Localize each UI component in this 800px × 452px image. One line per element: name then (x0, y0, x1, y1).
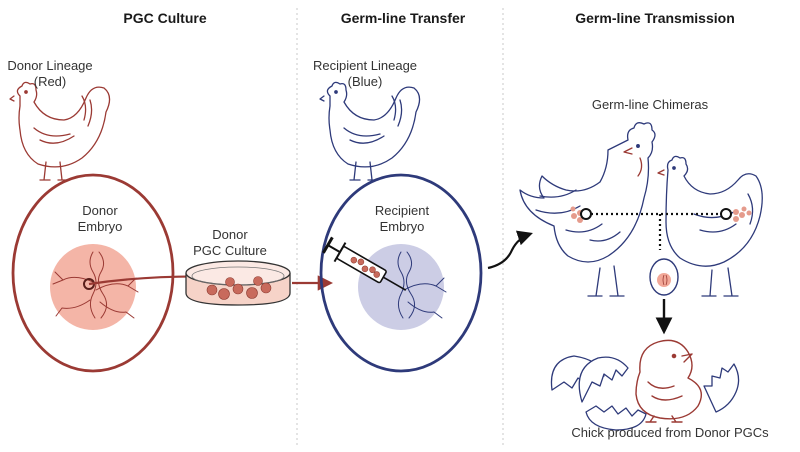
heading-pgc-culture: PGC Culture (123, 10, 207, 26)
label-donor-embryo: Donor Embryo (77, 203, 123, 234)
label-germline-chimeras: Germ-line Chimeras (591, 97, 709, 112)
chick-icon (635, 339, 702, 423)
label-donor-pgc-culture: Donor PGC Culture (193, 227, 267, 258)
heading-germline-transmission: Germ-line Transmission (575, 10, 735, 26)
offspring-egg (649, 258, 679, 296)
label-recipient-embryo: Recipient Embryo (374, 203, 430, 234)
hen-chimera-icon (657, 155, 763, 297)
label-recipient-lineage: Recipient Lineage (Blue) (312, 58, 418, 89)
label-chick-result: Chick produced from Donor PGCs (571, 425, 769, 440)
breeding-cross-lines (591, 212, 721, 250)
recipient-hen-icon (319, 81, 421, 181)
rooster-chimera-icon (519, 122, 656, 297)
donor-hen-icon (9, 81, 111, 181)
petri-dish (185, 260, 291, 306)
label-donor-lineage: Donor Lineage (Red) (7, 58, 93, 89)
egg-shells (550, 355, 740, 431)
syringe-icon (322, 236, 407, 291)
transfer-to-chimeras-arrow (487, 230, 533, 270)
heading-germline-transfer: Germ-line Transfer (340, 10, 466, 26)
